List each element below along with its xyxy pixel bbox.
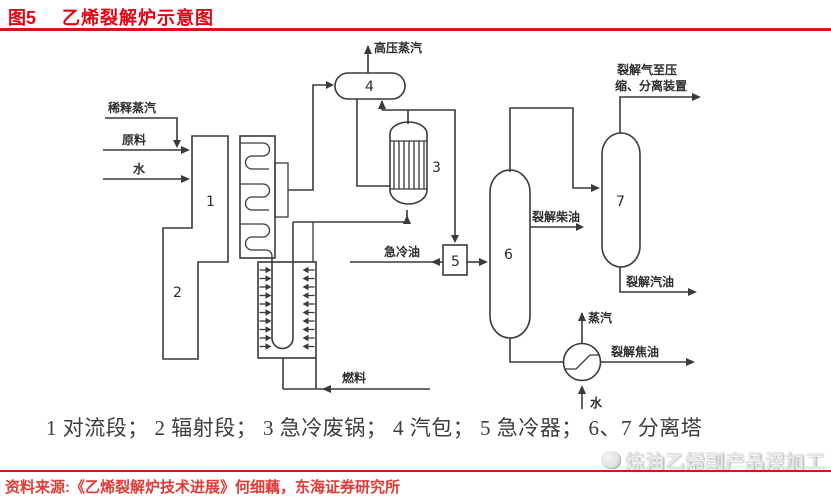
figure-header: 图5 乙烯裂解炉示意图 xyxy=(0,0,831,30)
burner-arrow-icon xyxy=(265,283,272,291)
burner-arrow-icon xyxy=(302,326,309,333)
fuel-label: 燃料 xyxy=(342,370,366,385)
burner-arrow-icon xyxy=(265,317,272,325)
burner-arrow-icon xyxy=(302,266,309,274)
cracked-diesel-label: 裂解柴油 xyxy=(531,209,580,224)
right-arrow-icon xyxy=(181,175,190,183)
up-arrow-icon xyxy=(364,45,372,54)
right-arrow-icon xyxy=(692,93,701,101)
steam-out-label: 蒸汽 xyxy=(588,310,612,325)
quencher-5: 5 急冷油 xyxy=(350,244,488,276)
water-label: 水 xyxy=(133,161,146,176)
burner-arrow-icon xyxy=(302,343,309,350)
burner-arrow-icon xyxy=(265,266,272,274)
feedstock-line: 原料 xyxy=(103,132,190,154)
quench-boiler-3: 3 xyxy=(389,110,441,222)
steam-drum-4: 4 高压蒸汽 xyxy=(288,40,422,191)
exchanger-zigzag-icon xyxy=(565,354,599,370)
equipment-2-number: 2 xyxy=(173,285,182,301)
burner-arrow-icon xyxy=(265,275,272,282)
fuel-line: 燃料 xyxy=(282,358,430,393)
equipment-5-number: 5 xyxy=(451,254,460,270)
burner-arrow-icon xyxy=(265,309,272,316)
left-arrow-icon xyxy=(322,385,331,393)
left-arrow-icon xyxy=(431,258,440,266)
equipment-7-number: 7 xyxy=(616,194,625,210)
figure-caption: 1 对流段； 2 辐射段； 3 急冷废锅； 4 汽包； 5 急冷器； 6、7 分… xyxy=(46,416,703,440)
burner-arrow-icon xyxy=(302,283,309,291)
water-in-label: 水 xyxy=(590,395,603,410)
burner-arrow-icon xyxy=(302,275,309,282)
burner-arrow-icon xyxy=(265,343,272,350)
equipment-6-number: 6 xyxy=(504,247,513,263)
cracked-tar-label: 裂解焦油 xyxy=(610,344,659,359)
exchanger-circle xyxy=(562,342,602,382)
right-arrow-icon xyxy=(576,223,584,231)
burner-arrow-icon xyxy=(302,300,309,308)
up-arrow-icon xyxy=(578,385,586,394)
bottoms-exchanger: 蒸汽 裂解焦油 水 xyxy=(562,310,695,410)
watermark: 炼油乙烯副产品深加工 xyxy=(600,448,825,473)
right-arrow-icon xyxy=(326,81,334,89)
furnace-outline: 1 2 xyxy=(162,135,229,360)
equipment-4-number: 4 xyxy=(365,79,374,95)
burner-arrow-icon xyxy=(302,292,309,299)
right-arrow-icon xyxy=(686,358,695,366)
separation-column-6: 6 裂解柴油 xyxy=(489,107,600,363)
dilution-steam-line: 稀释蒸汽 xyxy=(105,100,181,148)
burner-arrow-icon xyxy=(265,292,272,299)
burner-arrow-icon xyxy=(265,334,272,342)
process-flow-diagram: 稀释蒸汽 原料 水 1 2 xyxy=(103,40,701,410)
cracked-gas-label-line1: 裂解气至压 xyxy=(616,62,677,77)
footer-rule xyxy=(0,470,831,472)
burner-arrow-icon xyxy=(265,326,272,333)
right-arrow-icon xyxy=(591,184,600,192)
right-arrow-icon xyxy=(479,258,488,266)
figure-title: 乙烯裂解炉示意图 xyxy=(62,8,214,28)
down-arrow-icon xyxy=(451,235,459,243)
hp-steam-label: 高压蒸汽 xyxy=(374,40,422,55)
right-arrow-icon xyxy=(181,146,190,154)
burner-arrow-icon xyxy=(302,334,309,342)
cracked-gas-label-line2: 缩、分离装置 xyxy=(615,78,687,93)
cracked-gasoline-label: 裂解汽油 xyxy=(625,274,674,289)
burner-arrow-icon xyxy=(265,300,272,308)
title-rule xyxy=(0,28,831,31)
right-arrow-icon xyxy=(688,288,697,296)
watermark-logo-icon xyxy=(600,451,621,469)
feedstock-label: 原料 xyxy=(122,132,146,147)
firebox xyxy=(257,222,317,359)
transfer-line xyxy=(293,215,411,224)
separation-column-7: 7 裂解气至压 缩、分离装置 裂解汽油 xyxy=(601,62,701,296)
convection-coil xyxy=(239,135,289,259)
radiant-u-coil xyxy=(271,222,294,350)
equipment-3-number: 3 xyxy=(432,160,441,176)
water-line: 水 xyxy=(103,161,190,183)
up-arrow-icon xyxy=(378,100,386,109)
dilution-steam-label: 稀释蒸汽 xyxy=(108,100,156,115)
burner-arrow-icon xyxy=(302,317,309,325)
down-arrow-icon xyxy=(173,140,181,148)
figure-number: 图5 xyxy=(8,8,37,28)
quench-oil-label: 急冷油 xyxy=(384,244,420,259)
watermark-text: 炼油乙烯副产品深加工 xyxy=(624,451,825,473)
gas-line-3-to-5 xyxy=(408,109,456,235)
up-arrow-icon xyxy=(578,312,586,321)
equipment-1-number: 1 xyxy=(206,194,215,210)
source-note: 资料来源:《乙烯裂解炉技术进展》何细藕，东海证券研究所 xyxy=(5,479,400,496)
burner-arrows xyxy=(259,266,315,350)
burner-arrow-icon xyxy=(302,309,309,316)
